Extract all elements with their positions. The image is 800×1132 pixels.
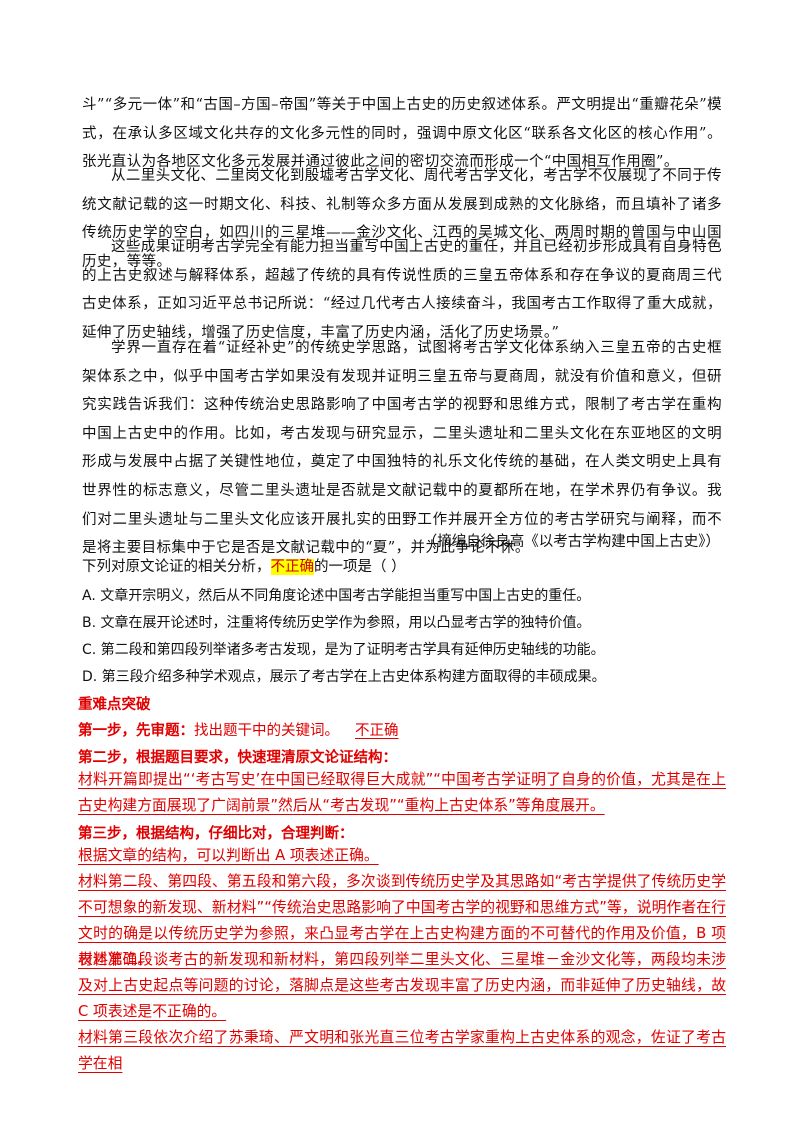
- step2-label: 第二步，根据题目要求，快速理清原文论证结构：: [78, 750, 397, 766]
- question-suffix: 的一项是（ ）: [314, 559, 406, 575]
- step2-analysis: 材料开篇即提出“‘考古写史’在中国已经取得巨大成就”“中国考古学证明了自身的价值…: [78, 771, 726, 814]
- step1-keyword: 不正确: [355, 723, 399, 739]
- question-prefix: 下列对原文论证的相关分析，: [82, 559, 271, 575]
- option-b: B. 文章在展开论述时，注重将传统历史学作为参照，用以凸显考古学的独特价值。: [82, 615, 591, 631]
- solution-title: 重难点突破: [78, 697, 151, 713]
- step1-line: 第一步，先审题：找出题干中的关键词。不正确: [78, 719, 403, 740]
- step3-paragraph-3: 材料第二段谈考古的新发现和新材料，第四段列举二里头文化、三星堆－金沙文化等，两段…: [78, 951, 726, 1020]
- option-a: A. 文章开宗明义，然后从不同角度论述中国考古学能担当重写中国上古史的重任。: [82, 588, 591, 604]
- step1-text: 找出题干中的关键词。: [194, 723, 339, 739]
- passage-source: （摘编自徐良高《以考古学构建中国上古史》）: [422, 534, 720, 550]
- question-keyword-highlight: 不正确: [270, 559, 314, 575]
- option-c: C. 第二段和第四段列举诸多考古发现，是为了证明考古学具有延伸历史轴线的功能。: [82, 642, 605, 658]
- option-d: D. 第三段介绍多种学术观点，展示了考古学在上古史体系构建方面取得的丰硕成果。: [82, 669, 606, 685]
- passage-paragraph-3: 这些成果证明考古学完全有能力担当重写中国上古史的重任，并且已经初步形成具有自身特…: [82, 239, 722, 341]
- question-stem: 下列对原文论证的相关分析，不正确的一项是（ ）: [82, 554, 406, 580]
- passage-paragraph-2: 从二里头文化、二里岗文化到殷墟考古学文化、周代考古学文化，考古学不仅展现了不同于…: [82, 168, 722, 270]
- passage-paragraph-1: 斗”“多元一体”和“古国–方国–帝国”等关于中国上古史的历史叙述体系。严文明提出…: [82, 97, 722, 171]
- step3-paragraph-4: 材料第三段依次介绍了苏秉琦、严文明和张光直三位考古学家重构上古史体系的观念，佐证…: [78, 1029, 726, 1072]
- step1-label: 第一步，先审题：: [78, 723, 194, 739]
- step3-label: 第三步，根据结构，仔细比对，合理判断：: [78, 826, 354, 842]
- step3-paragraph-2: 材料第二段、第四段、第五段和第六段，多次谈到传统历史学及其思路如“考古学提供了传…: [78, 873, 726, 968]
- step3-paragraph-1: 根据文章的结构，可以判断出 A 项表述正确。: [78, 847, 379, 864]
- passage-paragraph-4: 学界一直存在着“证经补史”的传统史学思路，试图将考古学文化体系纳入三皇五帝的古史…: [82, 340, 722, 557]
